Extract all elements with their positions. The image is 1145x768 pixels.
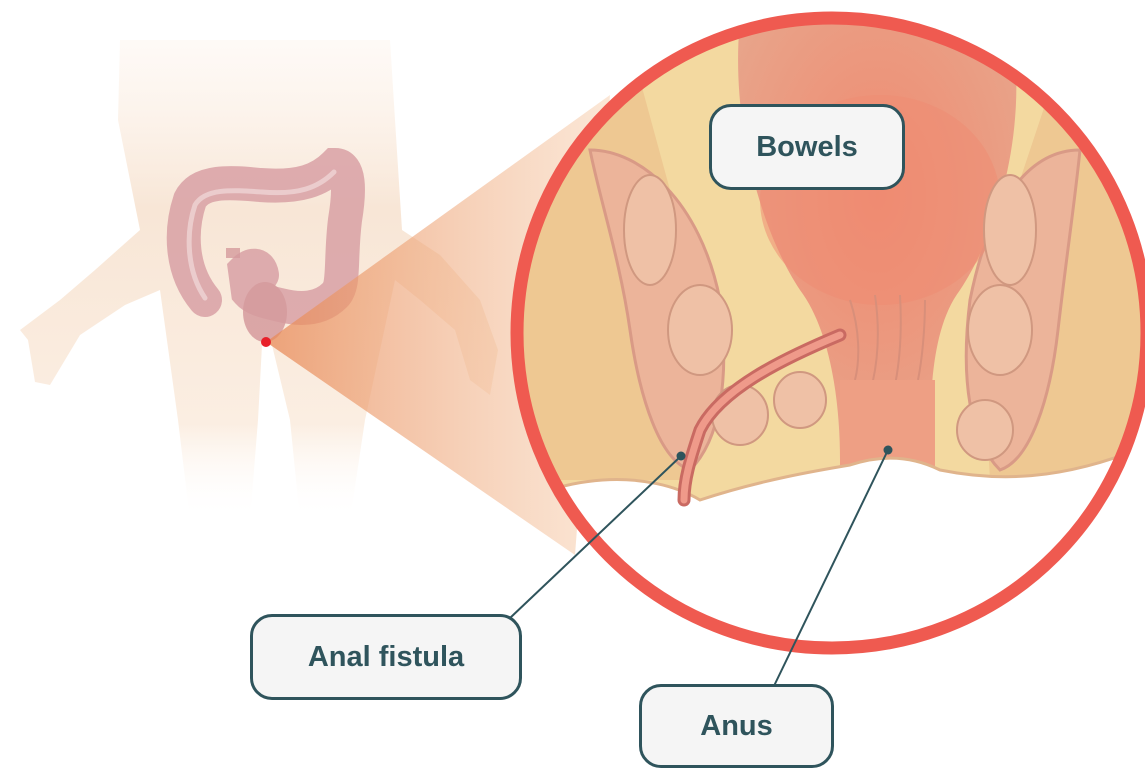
fistula-leader-dot: [677, 452, 686, 461]
anal-fistula-label: Anal fistula: [250, 614, 522, 700]
bowels-label: Bowels: [709, 104, 905, 190]
anus-leader-dot: [884, 446, 893, 455]
location-marker: [261, 337, 271, 347]
anus-label: Anus: [639, 684, 834, 768]
